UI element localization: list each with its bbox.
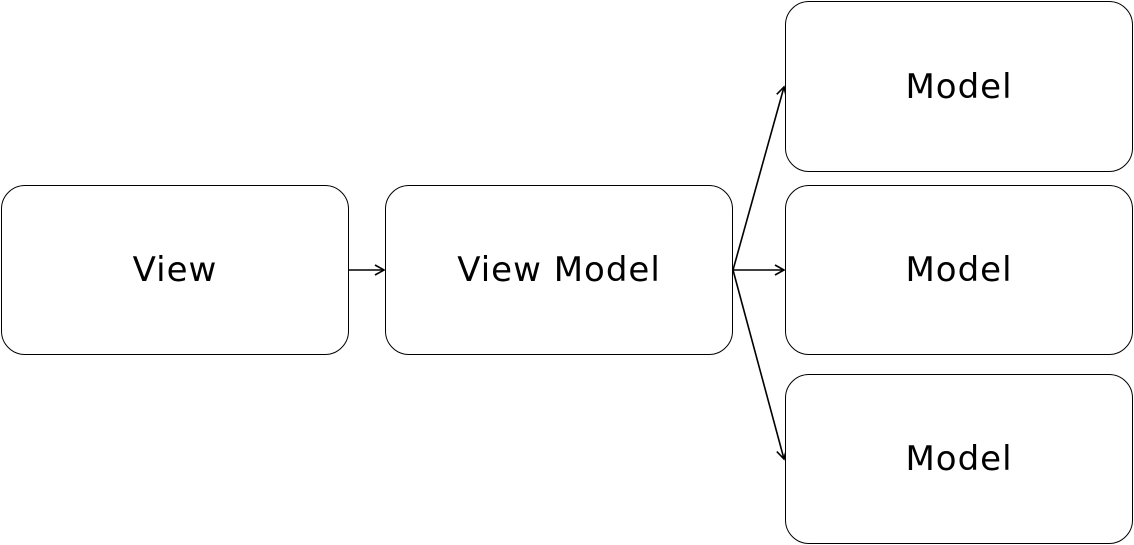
model-node-top[interactable]: Model [785,1,1133,172]
model-node-bottom-label: Model [905,439,1013,479]
view-node[interactable]: View [1,185,349,355]
model-node-middle[interactable]: Model [785,185,1133,355]
edge-viewmodel-to-model-top [732,85,788,271]
model-node-bottom[interactable]: Model [785,374,1133,544]
model-node-middle-label: Model [905,250,1013,290]
model-node-top-label: Model [905,66,1013,107]
edge-viewmodel-to-model-bottom [732,269,788,461]
view-model-node-label: View Model [457,250,661,290]
view-node-label: View [132,250,218,290]
view-model-node[interactable]: View Model [385,185,733,355]
